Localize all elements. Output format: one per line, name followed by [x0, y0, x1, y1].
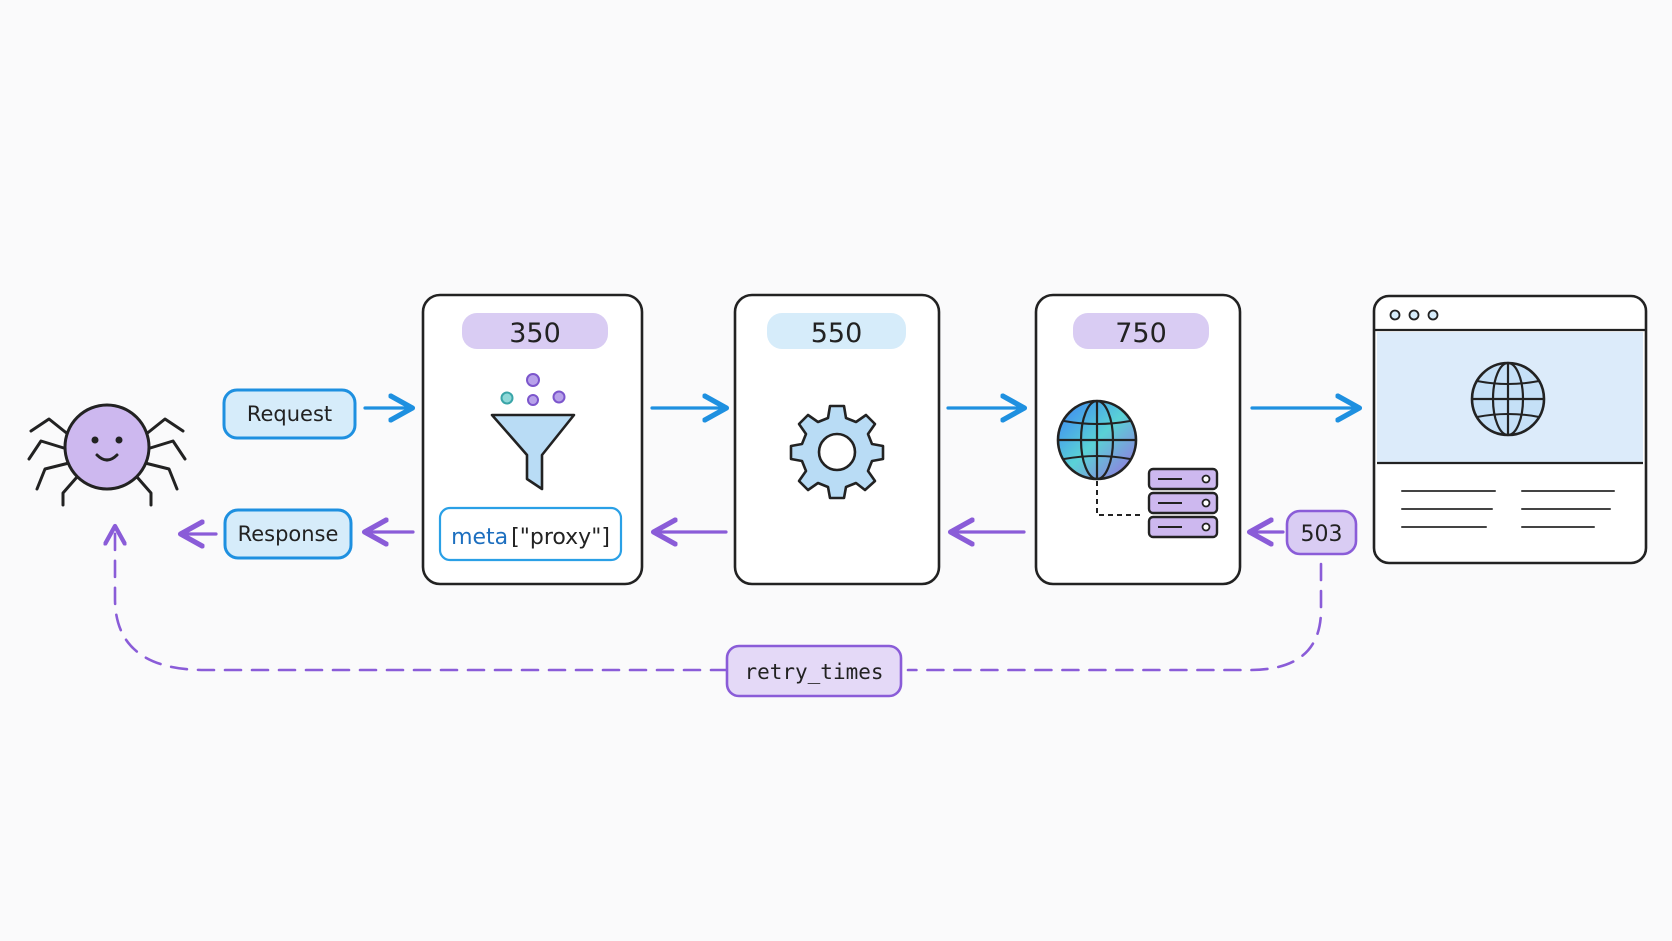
- request-badge: Request: [222, 388, 357, 440]
- status-503-label: 503: [1301, 522, 1343, 547]
- priority-label-350: 350: [509, 318, 561, 349]
- meta-key: "proxy": [520, 525, 602, 550]
- server-icon: [1147, 467, 1219, 539]
- globe-server-icon: [1056, 399, 1219, 539]
- middleware-box-550: 550: [733, 293, 941, 586]
- spider-icon: [27, 403, 187, 507]
- priority-label-550: 550: [811, 318, 863, 349]
- priority-label-750: 750: [1115, 318, 1167, 349]
- status-503-badge: 503: [1285, 509, 1358, 556]
- browser-window-icon: [1372, 294, 1648, 565]
- response-badge: Response: [223, 508, 353, 560]
- response-label: Response: [238, 522, 339, 546]
- retry-times-badge: retry_times: [725, 644, 903, 698]
- retry-times-label: retry_times: [744, 660, 883, 684]
- retry-loop-path: [115, 528, 1323, 672]
- funnel-icon: [490, 373, 576, 491]
- backward-arrows: [183, 532, 1285, 534]
- meta-keyword: meta: [451, 525, 508, 550]
- request-label: Request: [247, 402, 332, 426]
- browser-text-lines: [1401, 490, 1615, 528]
- meta-proxy-tag: meta["proxy"]: [438, 506, 623, 562]
- meta-close-bracket: ]: [601, 525, 610, 550]
- globe-icon: [1056, 399, 1138, 481]
- gear-icon: [789, 404, 885, 500]
- middleware-box-350: 350 meta["proxy"]: [421, 293, 644, 586]
- browser-globe-icon: [1470, 361, 1546, 437]
- middleware-box-750: 750: [1034, 293, 1242, 586]
- svg-text:meta["proxy"]: meta["proxy"]: [451, 525, 610, 550]
- meta-open-bracket: [: [511, 525, 520, 550]
